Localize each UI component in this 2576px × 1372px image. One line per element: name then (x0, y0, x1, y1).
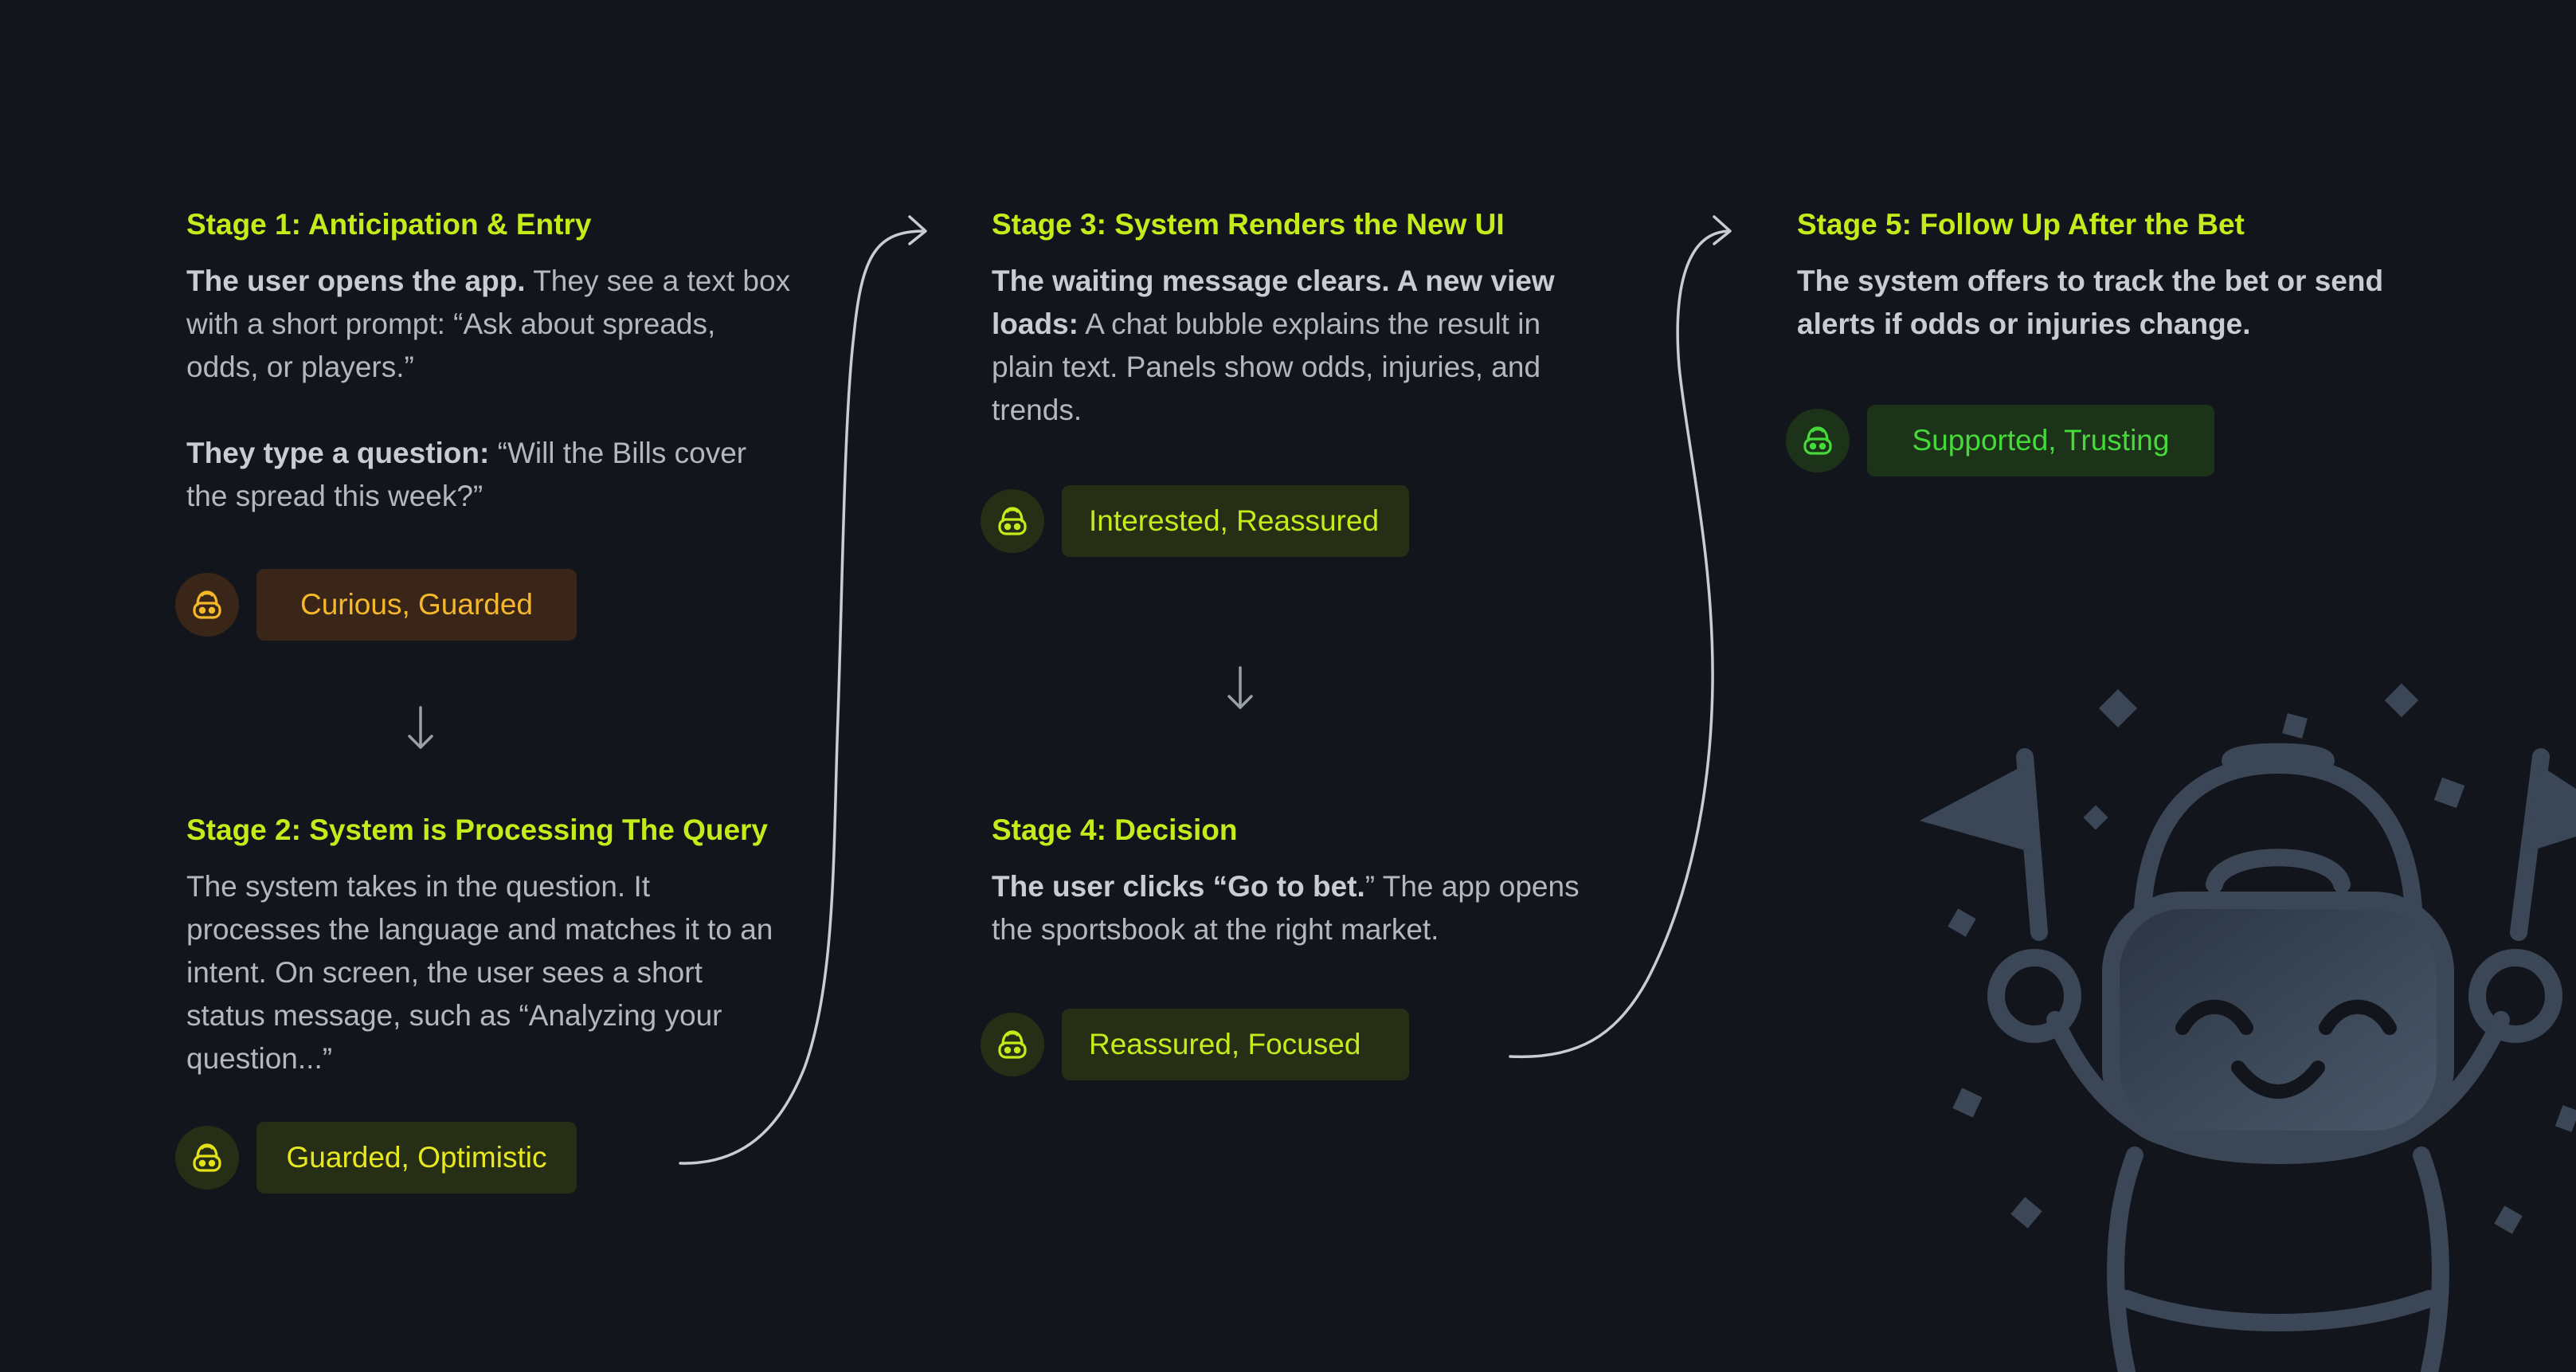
emotion-row-stage-1: Curious, Guarded (175, 569, 577, 641)
emotion-row-stage-2: Guarded, Optimistic (175, 1122, 577, 1194)
emotion-badge: Supported, Trusting (1867, 405, 2214, 476)
stage-2: Stage 2: System is Processing The Query … (186, 813, 792, 1080)
arrow-down-icon (408, 706, 433, 749)
emotion-row-stage-3: Interested, Reassured (981, 485, 1409, 557)
stage-description: The user opens the app. They see a text … (186, 260, 792, 389)
robot-face-icon (1786, 409, 1850, 472)
emotion-row-stage-5: Supported, Trusting (1786, 405, 2214, 476)
stage-description-bold: The waiting message clears. A new view l… (992, 265, 1555, 341)
stage-description-2: They type a question: “Will the Bills co… (186, 432, 792, 518)
stage-description: The waiting message clears. A new view l… (992, 260, 1581, 432)
stage-description-bold: The user clicks “Go to bet. (992, 870, 1365, 904)
stage-title: Stage 2: System is Processing The Query (186, 813, 769, 846)
robot-face-icon (981, 1013, 1044, 1076)
robot-face-icon (175, 1126, 239, 1190)
celebrating-robot-mascot (1920, 683, 2576, 1372)
emotion-row-stage-4: Reassured, Focused (981, 1009, 1409, 1080)
stage-description-text: The system takes in the question. It pro… (186, 870, 773, 1076)
stage-title: Stage 4: Decision (992, 813, 1238, 846)
stage-description-bold: The user opens the app. (186, 265, 526, 298)
flow-arrowhead (1713, 215, 1732, 245)
stage-3: Stage 3: System Renders the New UI The w… (992, 207, 1597, 432)
emotion-badge: Guarded, Optimistic (256, 1122, 577, 1194)
stage-title: Stage 3: System Renders the New UI (992, 208, 1505, 241)
stage-description-bold: They type a question: (186, 437, 490, 470)
stage-description: The system takes in the question. It pro… (186, 865, 776, 1080)
robot-face-icon (175, 573, 239, 637)
stage-5: Stage 5: Follow Up After the Bet The sys… (1797, 207, 2402, 346)
stage-description-text: A chat bubble explains the result in pla… (992, 308, 1541, 427)
arrow-down-icon (1227, 666, 1253, 709)
stage-description: The user clicks “Go to bet.” The app ope… (992, 865, 1597, 951)
stage-4: Stage 4: Decision The user clicks “Go to… (992, 813, 1597, 951)
emotion-badge: Curious, Guarded (256, 569, 577, 641)
stage-description-bold: The system offers to track the bet or se… (1797, 265, 2384, 341)
stage-description: The system offers to track the bet or se… (1797, 260, 2418, 346)
emotion-badge: Reassured, Focused (1062, 1009, 1409, 1080)
flow-arrowhead (908, 215, 927, 245)
emotion-badge: Interested, Reassured (1062, 485, 1409, 557)
stage-title: Stage 1: Anticipation & Entry (186, 208, 592, 241)
stage-title: Stage 5: Follow Up After the Bet (1797, 208, 2245, 241)
stage-1: Stage 1: Anticipation & Entry The user o… (186, 207, 792, 518)
robot-face-icon (981, 489, 1044, 553)
